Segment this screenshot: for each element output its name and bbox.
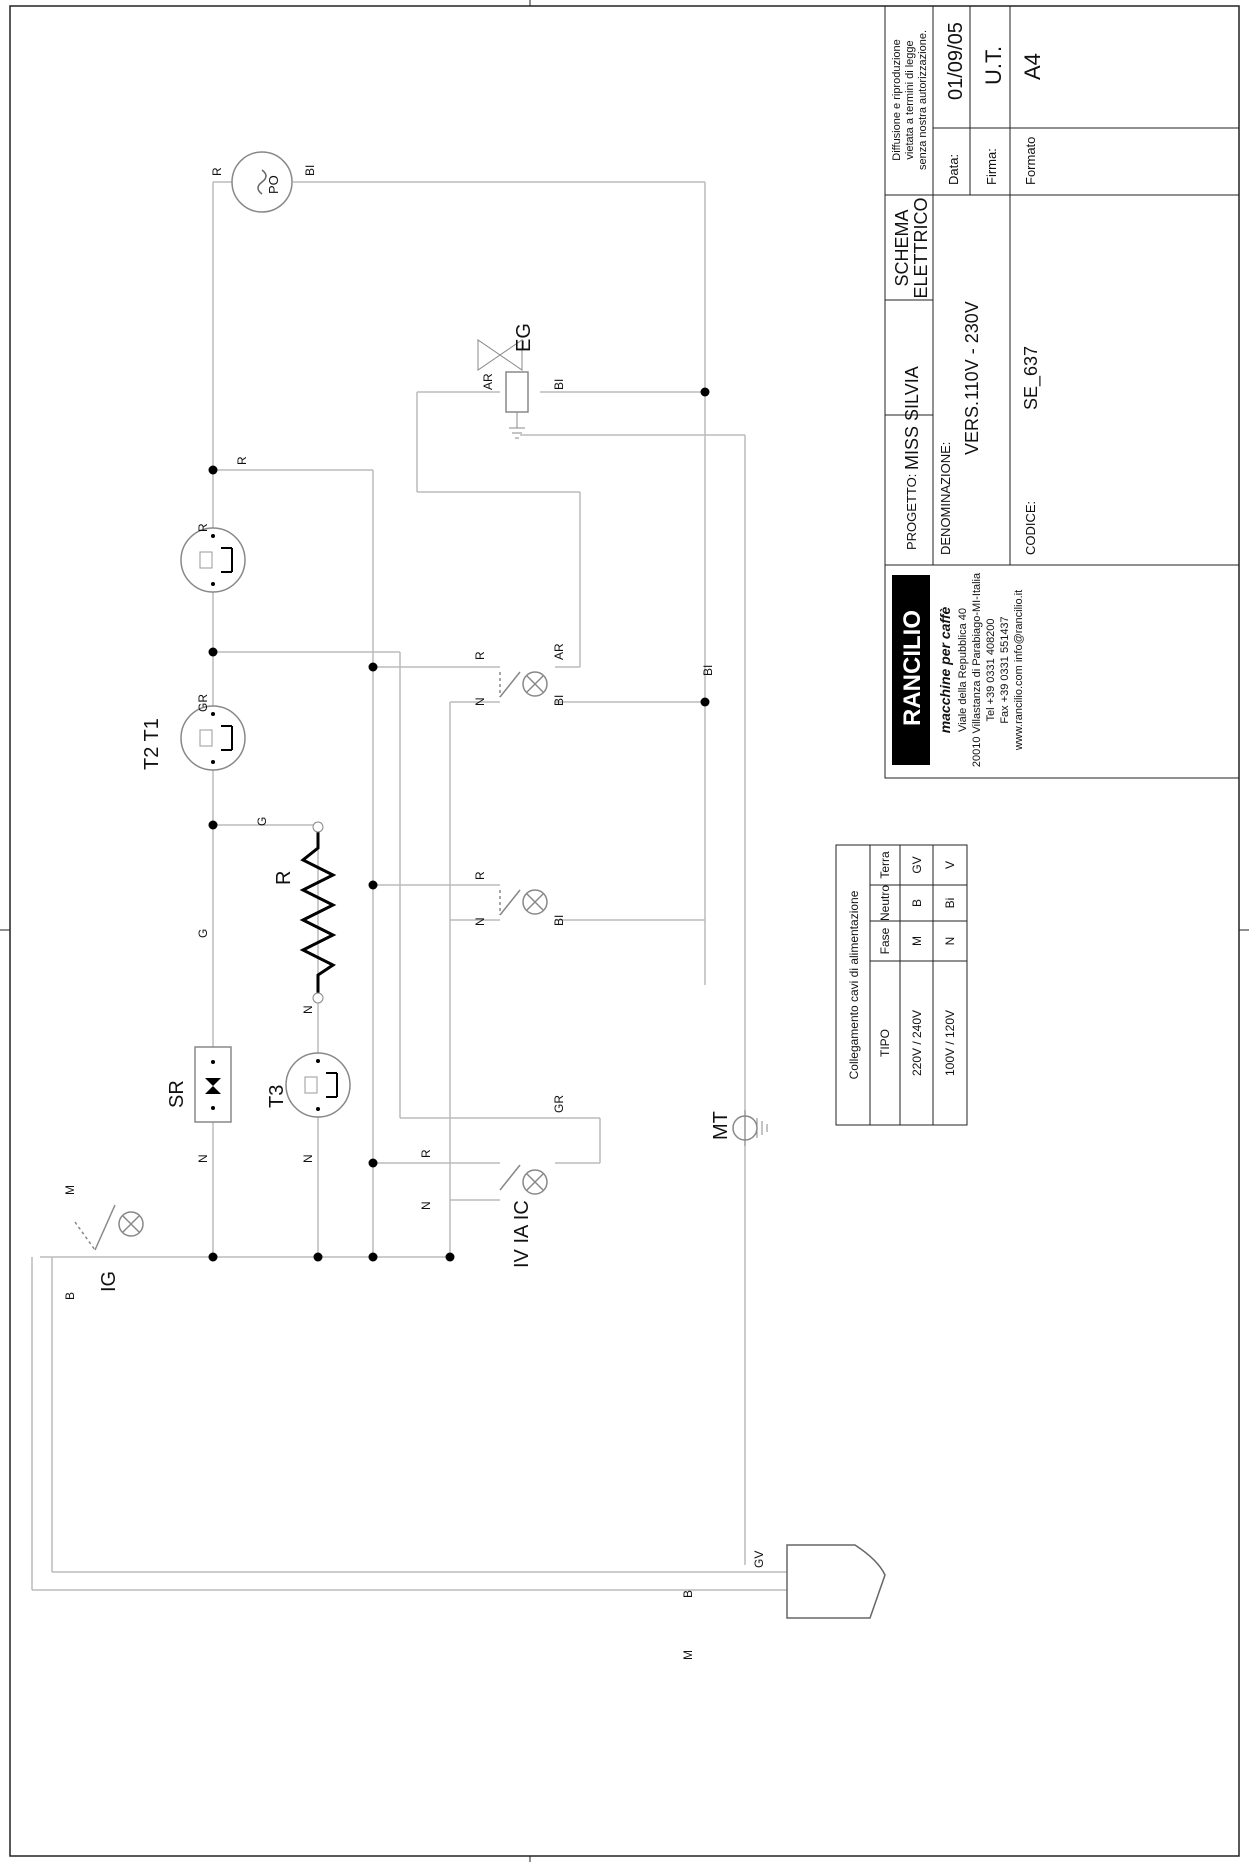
power-table-row2-neutro: Bi: [943, 898, 957, 909]
switch-middle: [499, 889, 548, 916]
heating-resistor-r: [299, 821, 337, 1004]
wire-label-gr: GR: [196, 694, 210, 712]
schema-title-line-1: SCHEMA: [892, 209, 912, 286]
power-table-row1-tipo: 220V / 240V: [910, 1010, 924, 1076]
power-table-row2-fase: N: [943, 937, 957, 946]
wire-label-bi-eg: BI: [552, 379, 566, 390]
label-iv-ia-ic: IV IA IC: [511, 1200, 533, 1268]
copyright-line-3: senza nostra autorizzazione.: [917, 30, 929, 170]
address-line-5: www.rancilio.com info@rancilio.it: [1013, 590, 1025, 751]
title-block: [884, 5, 1240, 779]
sheet-border: [9, 5, 1240, 1857]
address-line-1: Viale della Repubblica 40: [957, 608, 969, 732]
copyright-line-1: Diffusione e riproduzione: [891, 39, 903, 160]
wire-label-bi-mid: BI: [701, 665, 715, 676]
pump-po: [231, 151, 293, 213]
thermostat-t3: [285, 1052, 351, 1118]
power-table-row1-neutro: B: [910, 899, 924, 907]
wire-label-ar-eg: AR: [481, 373, 495, 390]
wire-label-m-ig: M: [63, 1185, 77, 1195]
power-table-row2-terra: V: [943, 861, 957, 869]
power-table-row2-tipo: 100V / 120V: [943, 1010, 957, 1076]
wire-label-g: G: [255, 817, 269, 826]
wire-label-ar-sw1: AR: [552, 643, 566, 660]
safety-relay-sr: [194, 1046, 232, 1123]
earth-terminal-mt: [732, 1110, 768, 1146]
switch-upper: [499, 671, 548, 698]
switch-iv-ia-ic: [499, 1164, 548, 1195]
power-table-header-terra: Terra: [878, 851, 892, 879]
wire-label-bi-po: BI: [303, 165, 317, 176]
label-t3: T3: [266, 1085, 288, 1108]
thermostat-1: [180, 527, 246, 593]
date-value: 01/09/05: [945, 22, 967, 100]
power-table-header-fase: Fase: [878, 927, 892, 954]
wire-label-bi-sw2: BI: [552, 915, 566, 926]
wire-label-r-sw2: R: [473, 871, 487, 880]
wire-label-bi-sw1: BI: [552, 695, 566, 706]
schema-title-line-2: ELETTRICO: [911, 197, 931, 298]
junction-dots: [208, 387, 710, 1262]
wire-label-m-plug: M: [681, 1650, 695, 1660]
wire-label-gv: GV: [752, 1551, 766, 1568]
power-table-header-tipo: TIPO: [878, 1029, 892, 1057]
power-table-row1-fase: M: [910, 936, 924, 946]
label-sr: SR: [166, 1080, 188, 1108]
format-value: A4: [1020, 53, 1045, 80]
wire-label-r-t1: R: [196, 523, 210, 532]
project-value: MISS SILVIA: [902, 366, 922, 470]
switch-ig: [74, 1204, 144, 1251]
rancilio-logo-text: RANCILIO: [899, 610, 926, 726]
thermostat-t2-t1: [180, 705, 246, 771]
wire-label-gr-sw3: GR: [552, 1095, 566, 1113]
label-mt: MT: [710, 1111, 732, 1140]
copyright-line-2: vietata a termini di legge: [904, 40, 916, 159]
power-table-header-neutro: Neutro: [878, 885, 892, 921]
power-table-row1-terra: GV: [910, 856, 924, 873]
wire-label-r-sw1: R: [473, 651, 487, 660]
label-t2-t1: T2 T1: [141, 718, 163, 770]
wire-label-n-t3: N: [301, 1154, 315, 1163]
wire-label-n-sr: N: [196, 1154, 210, 1163]
wire-label-g-line: G: [196, 929, 210, 938]
signature-value: U.T.: [981, 46, 1006, 85]
rancilio-logo: RANCILIO: [892, 575, 930, 765]
wire-label-n-sw1: N: [473, 697, 487, 706]
power-table-title: Collegamento cavi di alimentazione: [847, 890, 861, 1079]
label-eg: EG: [513, 323, 535, 352]
date-label: Data:: [946, 154, 961, 185]
version-label: VERS.: [962, 401, 982, 455]
wire-label-b-ig: B: [63, 1292, 77, 1300]
wires: [31, 181, 787, 1591]
label-po: PO: [266, 175, 281, 194]
power-cable-table: [835, 844, 968, 1126]
brand-tagline: macchine per caffè: [937, 607, 953, 734]
address-line-3: Tel +39 0331 408200: [985, 618, 997, 721]
project-label: PROGETTO:: [904, 474, 919, 550]
address-line-4: Fax +39 0331 551437: [999, 616, 1011, 723]
code-label: CODICE:: [1023, 501, 1038, 555]
code-value: SE_637: [1021, 346, 1042, 410]
wire-label-r-470: R: [235, 456, 249, 465]
address-line-2: 20010 Villastanza di Parabiago-MI-Italia: [971, 572, 983, 767]
wire-label-r-sw3: R: [419, 1149, 433, 1158]
wire-label-r-po: R: [210, 167, 224, 176]
wire-label-n-sw2: N: [473, 917, 487, 926]
wire-label-n-r: N: [301, 1005, 315, 1014]
format-label: Formato: [1023, 137, 1038, 185]
solenoid-valve-eg: [477, 339, 529, 439]
version-value: 110V - 230V: [962, 301, 982, 400]
label-ig: IG: [98, 1271, 120, 1292]
denomination-label: DENOMINAZIONE:: [938, 442, 953, 555]
wire-label-b-plug: B: [681, 1590, 695, 1598]
signature-label: Firma:: [984, 148, 999, 185]
wire-label-n-sw3: N: [419, 1201, 433, 1210]
power-plug: [786, 1544, 886, 1619]
label-r-resistor: R: [273, 871, 295, 885]
